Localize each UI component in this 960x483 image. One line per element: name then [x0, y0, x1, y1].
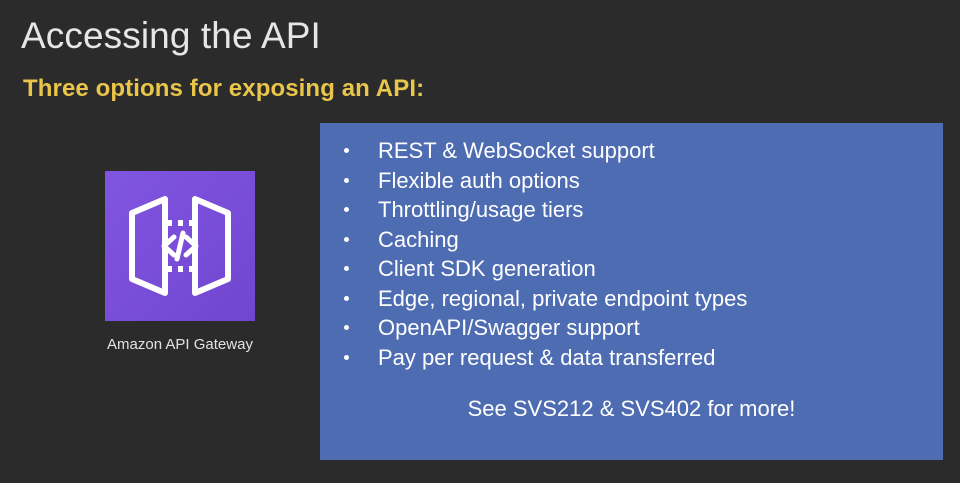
- list-item-label: Caching: [378, 226, 459, 252]
- amazon-api-gateway-icon: [105, 171, 255, 321]
- panel-footnote: See SVS212 & SVS402 for more!: [467, 396, 796, 421]
- bullet-icon: [344, 207, 349, 212]
- bullet-icon: [344, 295, 349, 301]
- service-caption: Amazon API Gateway: [107, 336, 253, 353]
- list-item: REST & WebSocket support: [344, 136, 933, 166]
- bullet-icon: [344, 266, 349, 271]
- list-item: OpenAPI/Swagger support: [344, 313, 933, 343]
- list-item: Client SDK generation: [344, 254, 933, 284]
- page-title: Accessing the API: [21, 15, 321, 56]
- list-item: Caching: [344, 225, 933, 255]
- feature-panel: REST & WebSocket support Flexible auth o…: [320, 123, 943, 460]
- list-item: Pay per request & data transferred: [344, 343, 933, 373]
- bullet-icon: [344, 177, 349, 183]
- service-block: Amazon API Gateway: [105, 171, 255, 353]
- list-item-label: Flexible auth options: [378, 167, 580, 193]
- list-item-label: Pay per request & data transferred: [378, 344, 716, 370]
- feature-list: REST & WebSocket support Flexible auth o…: [344, 136, 933, 372]
- list-item-label: Throttling/usage tiers: [378, 197, 584, 222]
- list-item-label: Client SDK generation: [378, 256, 596, 281]
- list-item-label: REST & WebSocket support: [378, 138, 655, 163]
- list-item: Throttling/usage tiers: [344, 195, 933, 225]
- slide-subtitle: Three options for exposing an API:: [23, 75, 425, 102]
- list-item: Edge, regional, private endpoint types: [344, 284, 933, 314]
- list-item-label: Edge, regional, private endpoint types: [378, 285, 748, 311]
- list-item-label: OpenAPI/Swagger support: [378, 315, 640, 340]
- bullet-icon: [344, 236, 349, 242]
- list-item: Flexible auth options: [344, 166, 933, 196]
- bullet-icon: [344, 325, 349, 330]
- bullet-icon: [344, 354, 349, 360]
- bullet-icon: [344, 148, 349, 153]
